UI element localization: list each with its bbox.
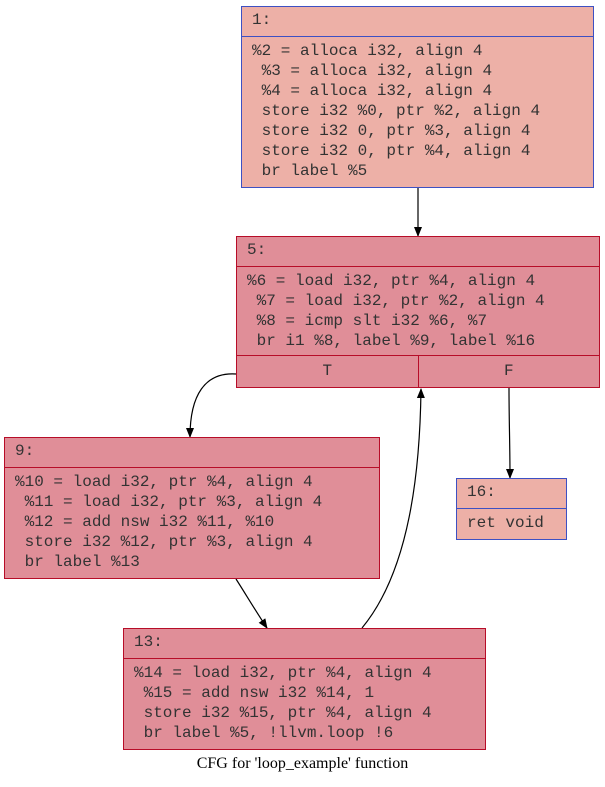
- block-1: 1: %2 = alloca i32, align 4 %3 = alloca …: [241, 6, 594, 188]
- branch-false-port: F: [417, 356, 600, 387]
- branch-true-port: T: [322, 362, 333, 380]
- edge-9-to-13: [235, 578, 268, 629]
- block-9-code: %10 = load i32, ptr %4, align 4 %11 = lo…: [15, 473, 323, 571]
- block-16-label: 16:: [457, 479, 566, 509]
- block-9: 9: %10 = load i32, ptr %4, align 4 %11 =…: [4, 437, 380, 579]
- block-1-label: 1:: [242, 7, 593, 37]
- block-5-code: %6 = load i32, ptr %4, align 4 %7 = load…: [247, 272, 545, 350]
- block-13-code: %14 = load i32, ptr %4, align 4 %15 = ad…: [134, 664, 432, 742]
- block-5-label: 5:: [237, 237, 599, 267]
- edge-5-to-9: [186, 373, 237, 438]
- block-5: 5: %6 = load i32, ptr %4, align 4 %7 = l…: [236, 236, 600, 388]
- edge-5-to-16: [505, 387, 514, 479]
- block-16-code: ret void: [467, 514, 544, 532]
- block-13: 13: %14 = load i32, ptr %4, align 4 %15 …: [123, 628, 486, 750]
- block-16: 16: ret void: [456, 478, 567, 540]
- block-5-branch-ports: T F: [237, 355, 599, 387]
- block-9-label: 9:: [5, 438, 379, 468]
- block-13-label: 13:: [124, 629, 485, 659]
- edge-13-to-5: [361, 388, 425, 629]
- diagram-caption: CFG for 'loop_example' function: [196, 755, 409, 772]
- block-1-code: %2 = alloca i32, align 4 %3 = alloca i32…: [252, 42, 541, 180]
